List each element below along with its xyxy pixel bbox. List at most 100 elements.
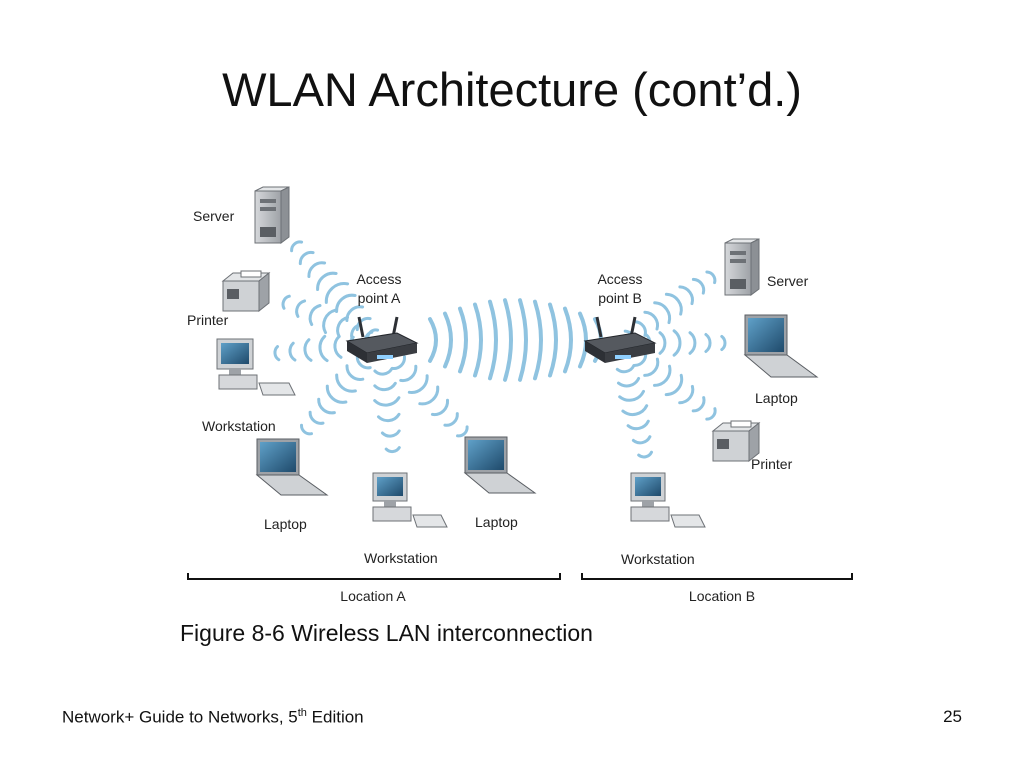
signal-arc <box>399 364 418 383</box>
signal-arc <box>377 412 401 423</box>
signal-arc <box>688 331 697 355</box>
access-point-a-label-line2: point A <box>358 290 401 306</box>
location-a-brace <box>187 573 561 580</box>
signal-arc <box>290 240 304 253</box>
footer-book-sup: th <box>297 707 307 719</box>
access-point-b-label-line2: point B <box>598 290 642 306</box>
signal-arc <box>664 373 684 397</box>
access-point-a-label-line1: Access <box>356 271 401 287</box>
signal-arc <box>691 277 706 295</box>
signal-arc <box>664 292 683 316</box>
ap-link-arc <box>533 299 543 381</box>
signal-arc <box>303 338 313 362</box>
signal-arc <box>308 304 322 326</box>
signal-arc <box>335 373 357 393</box>
signal-arc <box>322 308 337 335</box>
signal-arc <box>704 333 712 353</box>
signal-arc <box>643 357 660 377</box>
signal-arc <box>705 270 717 285</box>
access-point-b-label-line1: Access <box>597 271 642 287</box>
laptop-a-left-label: Laptop <box>264 516 307 532</box>
signal-arc <box>288 341 297 362</box>
signal-arc <box>617 377 641 388</box>
printer-b-icon <box>711 420 761 463</box>
signal-arc <box>384 446 401 454</box>
workstation-a-left-icon <box>216 338 296 396</box>
wlan-diagram: Server Printer Workstation Laptop Workst… <box>187 186 853 604</box>
signal-arc <box>333 335 343 359</box>
signal-arc <box>373 396 401 407</box>
signal-arc <box>407 374 429 394</box>
signal-arc <box>345 364 365 381</box>
signal-arc <box>678 384 695 405</box>
signal-arc <box>380 429 401 438</box>
signal-arc <box>631 435 652 445</box>
ap-link-arc <box>518 298 528 382</box>
footer-book-title: Network+ Guide to Networks, 5th Edition <box>62 707 364 728</box>
slide-title: WLAN Architecture (cont’d.) <box>222 63 802 116</box>
signal-arc <box>653 364 672 387</box>
workstation-b-label: Workstation <box>621 551 695 567</box>
signal-arc <box>318 334 329 363</box>
ap-link-arc <box>428 317 438 363</box>
signal-arc <box>390 355 407 370</box>
workstation-b-icon <box>630 472 706 528</box>
signal-arc <box>672 329 682 357</box>
signal-arc <box>720 334 727 352</box>
signal-arc <box>615 364 636 374</box>
printer-b-label: Printer <box>751 456 793 472</box>
ap-link-arc <box>563 306 573 374</box>
workstation-a-center-label: Workstation <box>364 550 438 566</box>
signal-arc <box>298 250 315 266</box>
signal-arc <box>418 385 440 406</box>
server-b-label: Server <box>767 273 809 289</box>
laptop-b-label: Laptop <box>755 390 798 406</box>
signal-arc <box>324 282 350 304</box>
signal-arc <box>281 294 291 310</box>
signal-arc <box>653 301 672 325</box>
laptop-a-left-icon <box>255 438 329 496</box>
access-point-b-icon <box>583 316 657 363</box>
signal-arc <box>300 423 313 436</box>
ap-link-arc <box>488 299 498 381</box>
server-b-icon <box>724 238 760 296</box>
signal-arc <box>373 381 397 392</box>
signal-waves <box>273 240 727 459</box>
signal-arc <box>456 425 469 438</box>
printer-a-label: Printer <box>187 312 229 328</box>
signal-arc <box>335 293 357 313</box>
signal-arc <box>643 310 659 331</box>
figure-caption: Figure 8-6 Wireless LAN interconnection <box>180 620 593 646</box>
ap-link-arc <box>503 298 513 382</box>
ap-link-arc <box>473 302 483 378</box>
ap-link-arc <box>578 311 588 369</box>
page-number: 25 <box>943 707 962 726</box>
signal-arc <box>355 355 372 370</box>
server-a-icon <box>254 186 290 244</box>
server-a-label: Server <box>193 208 235 224</box>
ap-link-arc <box>458 306 468 374</box>
signal-arc <box>626 419 650 431</box>
workstation-a-left-label: Workstation <box>202 418 276 434</box>
signal-arc <box>307 261 327 278</box>
laptop-a-right-icon <box>463 436 537 494</box>
ap-link-arc <box>548 302 558 378</box>
signal-arc <box>430 398 450 417</box>
location-a-label: Location A <box>340 588 406 604</box>
signal-arc <box>443 412 459 427</box>
location-b-label: Location B <box>689 588 755 604</box>
laptop-a-right-label: Laptop <box>475 514 518 530</box>
signal-arc <box>273 345 281 362</box>
signal-arc <box>308 410 325 425</box>
signal-arc <box>618 389 645 402</box>
ap-link-arc <box>443 311 453 369</box>
signal-arc <box>325 384 348 404</box>
access-point-a-icon <box>345 316 419 363</box>
signal-arc <box>373 367 394 376</box>
printer-a-icon <box>221 270 271 313</box>
signal-arc <box>621 404 649 416</box>
laptop-b-icon <box>743 314 819 378</box>
workstation-a-center-icon <box>372 472 448 528</box>
footer-book-prefix: Network+ Guide to Networks, 5 <box>62 707 298 727</box>
signal-arc <box>336 316 349 338</box>
